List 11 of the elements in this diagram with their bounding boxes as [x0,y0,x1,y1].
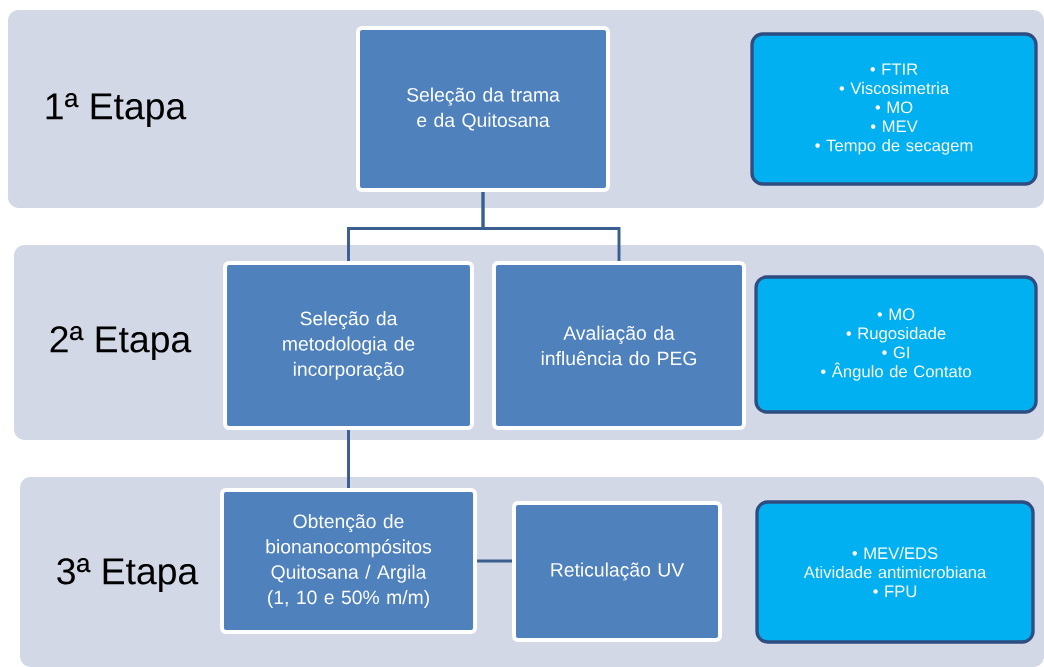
connector-line [347,430,350,488]
process-box: Seleção da metodologia de incorporação [223,260,474,431]
connector-line [477,559,512,563]
method-list-box: • MEV/EDS Atividade antimicrobiana • FPU [755,500,1035,644]
method-list-box: • FTIR • Viscosimetria • MO • MEV • Tempo de secagem [750,32,1038,186]
method-list-box: • MO • Rugosidade • GI • Ângulo de Contato [754,275,1038,414]
process-box: Obtenção de bionanocompósitos Quitosana / Argila (1, 10 e 50% m/m) [219,488,478,634]
process-box: Avaliação da influência do PEG [492,260,746,431]
process-box: Reticulação UV [512,500,722,643]
process-box: Seleção da trama e da Quitosana [356,26,610,192]
connector-line [481,192,621,261]
